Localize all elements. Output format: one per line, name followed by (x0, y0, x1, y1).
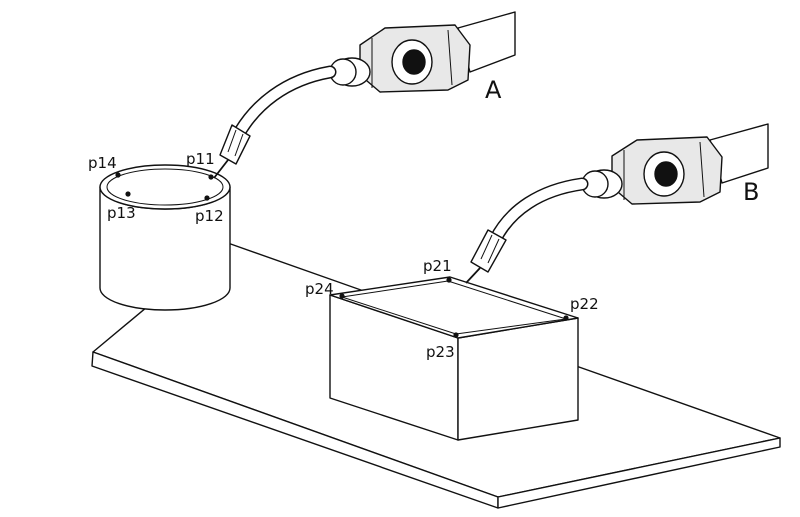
label-p13: p13 (107, 204, 136, 222)
label-p22: p22 (570, 295, 599, 313)
point-p14-marker (115, 172, 121, 178)
label-p24: p24 (305, 280, 334, 298)
robot-arm-a (213, 11, 516, 179)
point-p11-marker (208, 174, 214, 180)
point-p22-marker (563, 315, 569, 321)
point-p12-marker (204, 195, 210, 201)
point-p21-marker (446, 277, 452, 283)
box-workpiece (329, 276, 579, 441)
robot-arm-b (465, 123, 769, 284)
label-robot-a: A (485, 76, 502, 104)
point-p24-marker (339, 293, 345, 299)
label-p12: p12 (195, 207, 224, 225)
point-p13-marker (125, 191, 131, 197)
label-p21: p21 (423, 257, 452, 275)
label-robot-b: B (743, 178, 759, 206)
label-p23: p23 (426, 343, 455, 361)
point-p23-marker (453, 332, 459, 338)
label-p14: p14 (88, 154, 117, 172)
cylinder-workpiece (99, 164, 231, 311)
label-p11: p11 (186, 150, 215, 168)
